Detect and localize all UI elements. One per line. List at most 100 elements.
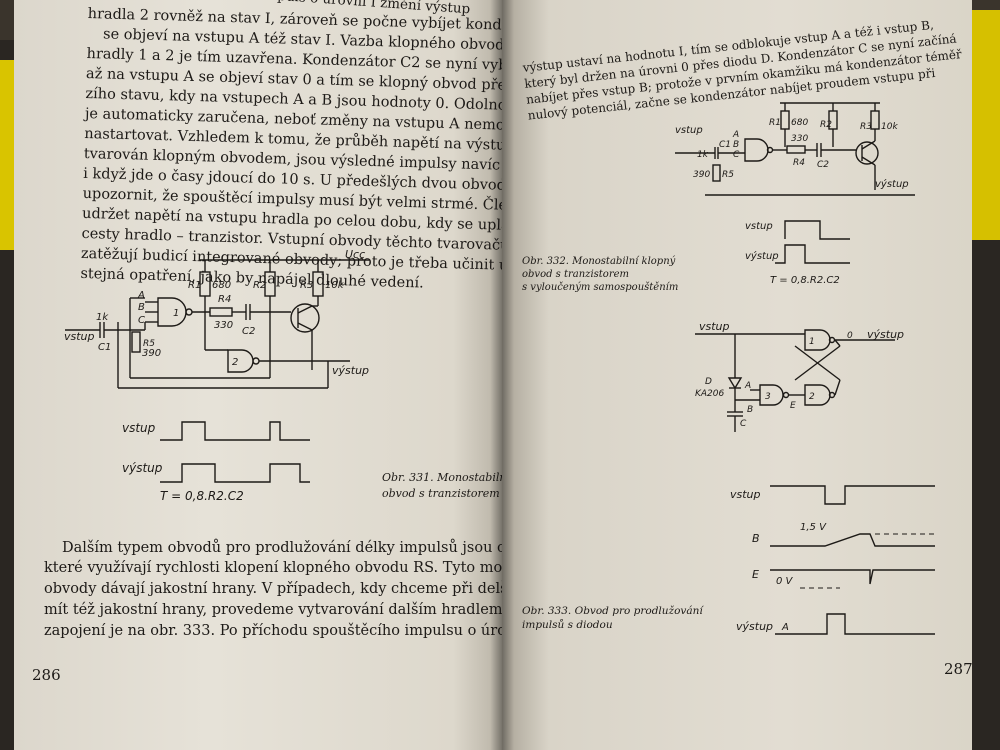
gate-2-label: 2 xyxy=(232,357,238,368)
text-line: Dalším typem obvodů pro prodlužování dél… xyxy=(62,540,553,556)
input-b: B xyxy=(138,302,145,313)
label-r1-value: 680 xyxy=(791,118,808,128)
caption-line: s vyloučeným samospouštěním xyxy=(522,282,679,293)
resistor-r1 xyxy=(780,110,790,130)
label-diode: D xyxy=(705,377,712,387)
caption-line: Obr. 333. Obvod pro prodlužování xyxy=(522,605,703,617)
figure-333-waveform: vstup B 1,5 V E 0 V výstup A xyxy=(730,485,935,635)
label-c1-value: 1k xyxy=(96,312,109,323)
wave-output-node: A xyxy=(781,622,789,633)
input-c: C xyxy=(138,315,145,326)
label-e: E xyxy=(790,401,796,411)
label-zero: 0 xyxy=(847,331,853,341)
label-r5: R5 xyxy=(143,339,155,349)
label-ucc: Ucc xyxy=(345,250,365,261)
figure-331-circuit: Ucc R1 680 R2 R3 10k 1 A B C R4 330 C2 2… xyxy=(64,250,370,389)
resistor-r3 xyxy=(870,110,880,130)
resistor-r5 xyxy=(131,331,141,353)
figure-331-waveform: vstup výstup T = 0,8.R2.C2 xyxy=(122,421,310,503)
gate-2-label: 2 xyxy=(809,392,815,402)
label-input: vstup xyxy=(64,330,95,343)
label-r5: R5 xyxy=(722,170,734,180)
label-r4-value: 330 xyxy=(214,320,233,331)
nand-gate-1 xyxy=(157,297,187,327)
label-r4: R4 xyxy=(218,294,231,305)
gate-1-label: 1 xyxy=(809,337,815,347)
diode xyxy=(727,377,743,390)
caption-line: Obr. 332. Monostabilní klopný xyxy=(522,256,676,267)
label-r1: R1 xyxy=(188,280,201,291)
wave-input-label: vstup xyxy=(122,421,156,435)
wave-b-level: 1,5 V xyxy=(800,522,827,533)
input-b: B xyxy=(733,140,739,150)
page-number-right: 287 xyxy=(944,660,973,678)
left-page: impuls o úrovni I změní výstup hradla 2 … xyxy=(14,0,642,750)
gate-3-label: 3 xyxy=(765,392,771,402)
transistor xyxy=(290,303,320,333)
label-c2: C2 xyxy=(242,326,255,337)
caption-line: obvod s tranzistorem xyxy=(522,269,630,280)
input-c: C xyxy=(733,150,740,160)
nand-gate xyxy=(744,138,769,162)
label-r4: R4 xyxy=(793,158,805,168)
wave-output-label: výstup xyxy=(736,620,773,633)
label-diode-type: KA206 xyxy=(695,389,725,399)
caption-332: Obr. 332. Monostabilní klopný obvod s tr… xyxy=(522,255,678,294)
text-line: mít též jakostní hrany, provedeme vytvar… xyxy=(44,602,576,618)
text-line: zapojení je na obr. 333. Po příchodu spo… xyxy=(44,623,563,639)
figure-333-circuit: vstup 1 0 výstup 2 3 E D KA206 B A C xyxy=(695,320,904,432)
label-input: vstup xyxy=(675,125,703,136)
wave-formula: T = 0,8.R2.C2 xyxy=(770,275,840,286)
figure-332-waveform: vstup výstup T = 0,8.R2.C2 xyxy=(745,220,850,286)
wave-b-label: B xyxy=(752,532,760,545)
label-a: A xyxy=(744,381,751,391)
right-page xyxy=(502,0,972,750)
label-c1: C1 xyxy=(719,140,731,150)
resistor-r2 xyxy=(264,271,276,297)
caption-line: impulsů s diodou xyxy=(522,619,613,631)
resistor-r1 xyxy=(199,271,211,297)
label-r4-value: 330 xyxy=(791,134,808,144)
label-c: C xyxy=(740,419,747,429)
label-input: vstup xyxy=(699,320,730,333)
label-r2: R2 xyxy=(820,120,832,130)
label-r2: R2 xyxy=(253,280,266,291)
resistor-r4 xyxy=(209,307,233,317)
label-r5-value: 390 xyxy=(142,348,161,359)
input-a: A xyxy=(732,130,739,140)
wave-input-label: vstup xyxy=(730,488,761,501)
label-r1: R1 xyxy=(769,118,781,128)
resistor-r4 xyxy=(786,145,806,154)
page-number-left: 286 xyxy=(32,666,61,684)
caption-line: obvod s tranzistorem xyxy=(382,487,500,500)
label-c1: C1 xyxy=(98,342,111,353)
nand-gate-3 xyxy=(759,384,784,406)
wave-formula: T = 0,8.R2.C2 xyxy=(160,489,244,503)
resistor-r3 xyxy=(312,271,324,297)
input-a: A xyxy=(137,290,145,301)
label-r3: R3 xyxy=(860,122,872,132)
text-line: které využívají rychlosti klopení klopné… xyxy=(44,560,575,576)
resistor-r5 xyxy=(712,164,721,182)
label-output: výstup xyxy=(867,328,904,341)
label-r5-value: 390 xyxy=(693,170,710,180)
label-output: výstup xyxy=(332,364,369,377)
label-r3: R3 xyxy=(300,280,313,291)
book-spine-shadow xyxy=(490,0,514,750)
wave-output-label: výstup xyxy=(122,461,163,475)
caption-333: Obr. 333. Obvod pro prodlužování impulsů… xyxy=(522,604,703,632)
label-r1-value: 680 xyxy=(212,280,231,291)
wave-input-label: vstup xyxy=(745,221,773,232)
figure-332-circuit: R1 680 R2 R3 10k A B C 330 R4 C2 vstup 1… xyxy=(675,102,915,196)
label-b: B xyxy=(747,405,753,415)
label-r3-value: 10k xyxy=(325,280,345,291)
gate-1-label: 1 xyxy=(173,308,179,319)
wave-e-label: E xyxy=(752,568,759,581)
label-c2: C2 xyxy=(817,160,829,170)
label-output: výstup xyxy=(875,178,909,190)
text-line: obvody dávají jakostní hrany. V případec… xyxy=(44,581,585,597)
label-c1-value: 1k xyxy=(697,150,709,160)
transistor xyxy=(855,141,879,165)
label-r3-value: 10k xyxy=(881,122,898,132)
wave-e-level: 0 V xyxy=(776,576,794,587)
